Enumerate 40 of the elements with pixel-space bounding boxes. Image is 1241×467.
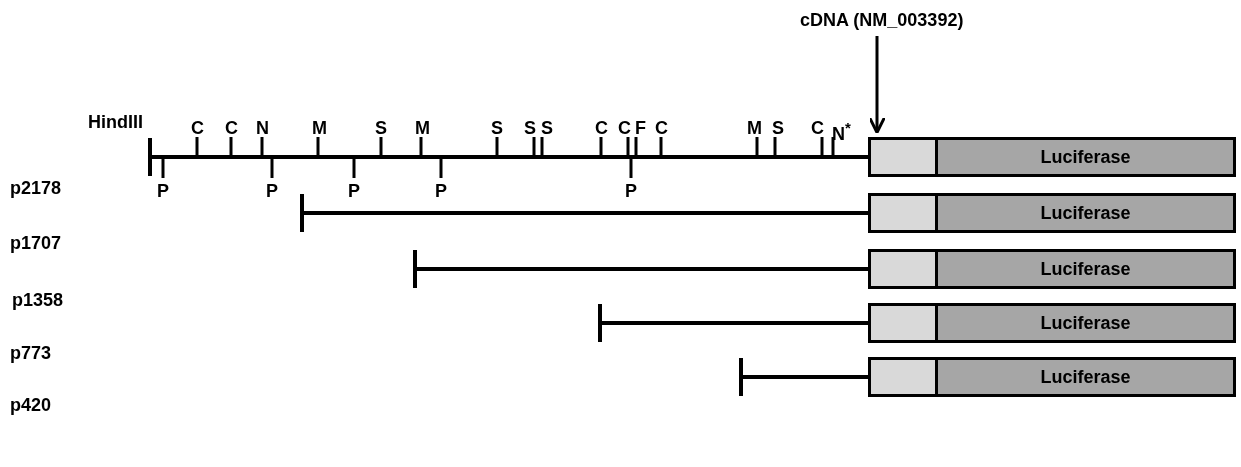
site-label: S [772,118,784,138]
cdna-box [868,303,938,343]
site-label: S [375,118,387,138]
site-label: C [225,118,238,138]
arrow [868,36,886,134]
site-label: C [618,118,631,138]
site-label: S [524,118,536,138]
construct-label: p420 [10,395,52,415]
cdna-box [868,357,938,397]
construct-label: p1707 [10,233,62,253]
construct-label: p2178 [10,178,62,198]
luciferase-box: Luciferase [935,249,1236,289]
luciferase-box: Luciferase [935,303,1236,343]
luciferase-box: Luciferase [935,193,1236,233]
site-label: N [256,118,269,138]
site-label: P [157,181,169,201]
construct-label: p773 [10,343,52,363]
luciferase-box: Luciferase [935,137,1236,177]
cdna-label: cDNA (NM_003392) [800,10,970,32]
construct-label: p1358 [12,290,64,310]
site-label: C [655,118,668,138]
site-label: N$^{*}$ [832,118,851,144]
site-label: M [312,118,327,138]
site-label: S [541,118,553,138]
site-label: S [491,118,503,138]
site-label: P [435,181,447,201]
cdna-box [868,249,938,289]
cdna-box [868,137,938,177]
site-label: P [348,181,360,201]
luciferase-box: Luciferase [935,357,1236,397]
site-label: F [635,118,646,138]
site-label: C [595,118,608,138]
site-label: P [625,181,637,201]
site-label: M [415,118,430,138]
site-label: M [747,118,762,138]
site-label: C [811,118,824,138]
cdna-box [868,193,938,233]
site-label: P [266,181,278,201]
enzyme-label: HindIII [88,112,143,132]
site-label: C [191,118,204,138]
